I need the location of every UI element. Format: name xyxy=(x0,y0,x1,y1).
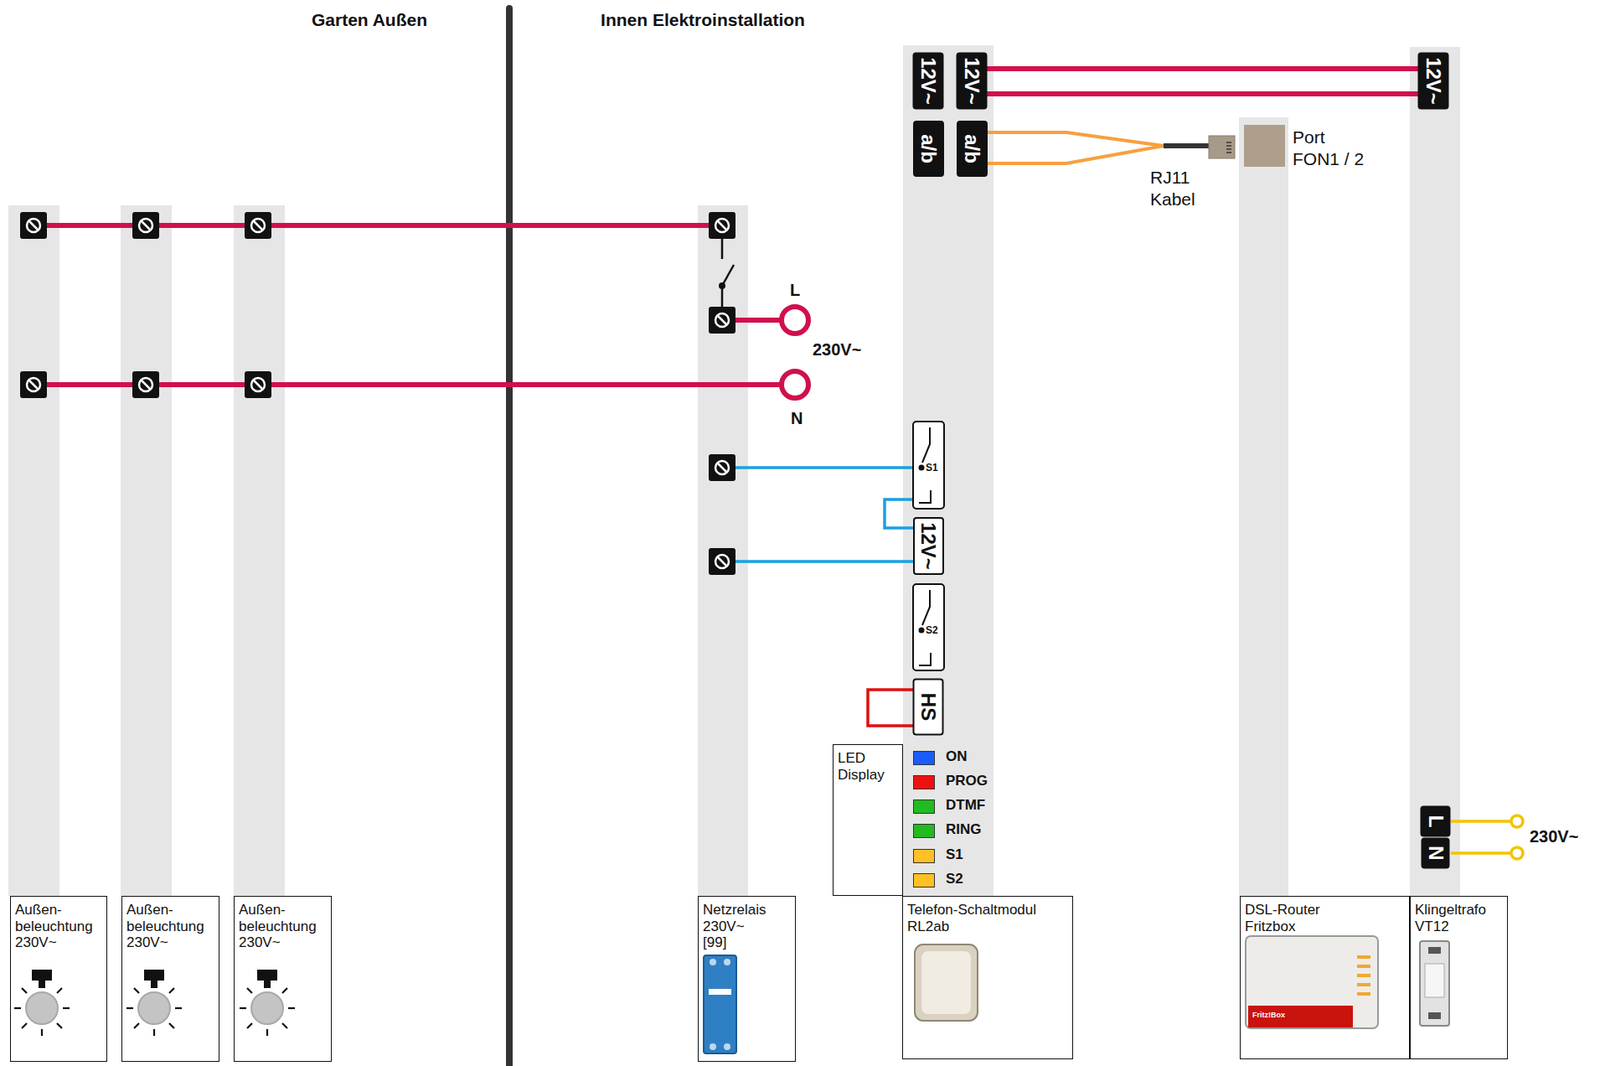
led-name: S2 xyxy=(945,870,964,888)
terminal-label: a/b xyxy=(956,120,988,177)
terminal-label: 12V~ xyxy=(913,516,945,575)
device-name: DSL-Router Fritzbox xyxy=(1240,896,1354,940)
led-swatch xyxy=(913,750,935,765)
device-name: Außen- beleuchtung 230V~ xyxy=(234,896,321,956)
contact-name: S2 xyxy=(925,624,939,636)
led-name: DTMF xyxy=(945,796,986,814)
section-heading: Innen Elektroinstallation xyxy=(600,10,806,31)
led-name: ON xyxy=(945,748,968,765)
device-name: Netzrelais 230V~ [99] xyxy=(698,896,771,956)
device-name: Klingeltrafo VT12 xyxy=(1410,896,1491,940)
section-heading: Garten Außen xyxy=(311,10,428,31)
device-box: Telefon-Schaltmodul RL2ab xyxy=(902,895,1074,1059)
led-name: S1 xyxy=(945,846,964,863)
led-swatch xyxy=(913,799,935,814)
led-name: RING xyxy=(945,820,982,838)
terminal-label: 12V~ xyxy=(956,51,988,109)
device-box: Außen- beleuchtung 230V~ xyxy=(121,895,220,1062)
signal-name: L xyxy=(789,280,800,300)
signal-name: N xyxy=(790,408,803,429)
device-box: Netzrelais 230V~ [99] xyxy=(697,895,796,1062)
terminal-label: 12V~ xyxy=(913,51,945,109)
device-name: Außen- beleuchtung 230V~ xyxy=(10,896,98,956)
device-box: LED Display xyxy=(832,743,904,896)
device-box: DSL-Router Fritzbox xyxy=(1239,895,1410,1059)
device-name: Außen- beleuchtung 230V~ xyxy=(122,896,209,956)
port-label: Port FON1 / 2 xyxy=(1292,126,1377,171)
device-box: Klingeltrafo VT12 xyxy=(1409,895,1508,1059)
led-swatch xyxy=(913,774,935,790)
contact-name: S1 xyxy=(925,461,939,474)
terminal-label: L xyxy=(1419,805,1451,837)
led-swatch xyxy=(913,872,935,888)
device-name: Telefon-Schaltmodul RL2ab xyxy=(903,896,1059,940)
device-box: Außen- beleuchtung 230V~ xyxy=(233,895,332,1062)
device-box: Außen- beleuchtung 230V~ xyxy=(10,895,108,1062)
terminal-label: 12V~ xyxy=(1418,51,1450,109)
voltage-label: 230V~ xyxy=(812,340,862,360)
led-swatch xyxy=(913,823,935,838)
device-name: LED Display xyxy=(833,744,889,788)
terminal-label: a/b xyxy=(913,120,945,177)
voltage-label: 230V~ xyxy=(1529,826,1579,847)
cable-label: RJ11 Kabel xyxy=(1150,166,1211,212)
led-name: PROG xyxy=(945,772,988,790)
terminal-label: N xyxy=(1420,837,1450,869)
terminal-label: HS xyxy=(913,677,945,735)
led-swatch xyxy=(913,848,935,863)
brand-label: Fritz!Box xyxy=(1252,1010,1286,1019)
